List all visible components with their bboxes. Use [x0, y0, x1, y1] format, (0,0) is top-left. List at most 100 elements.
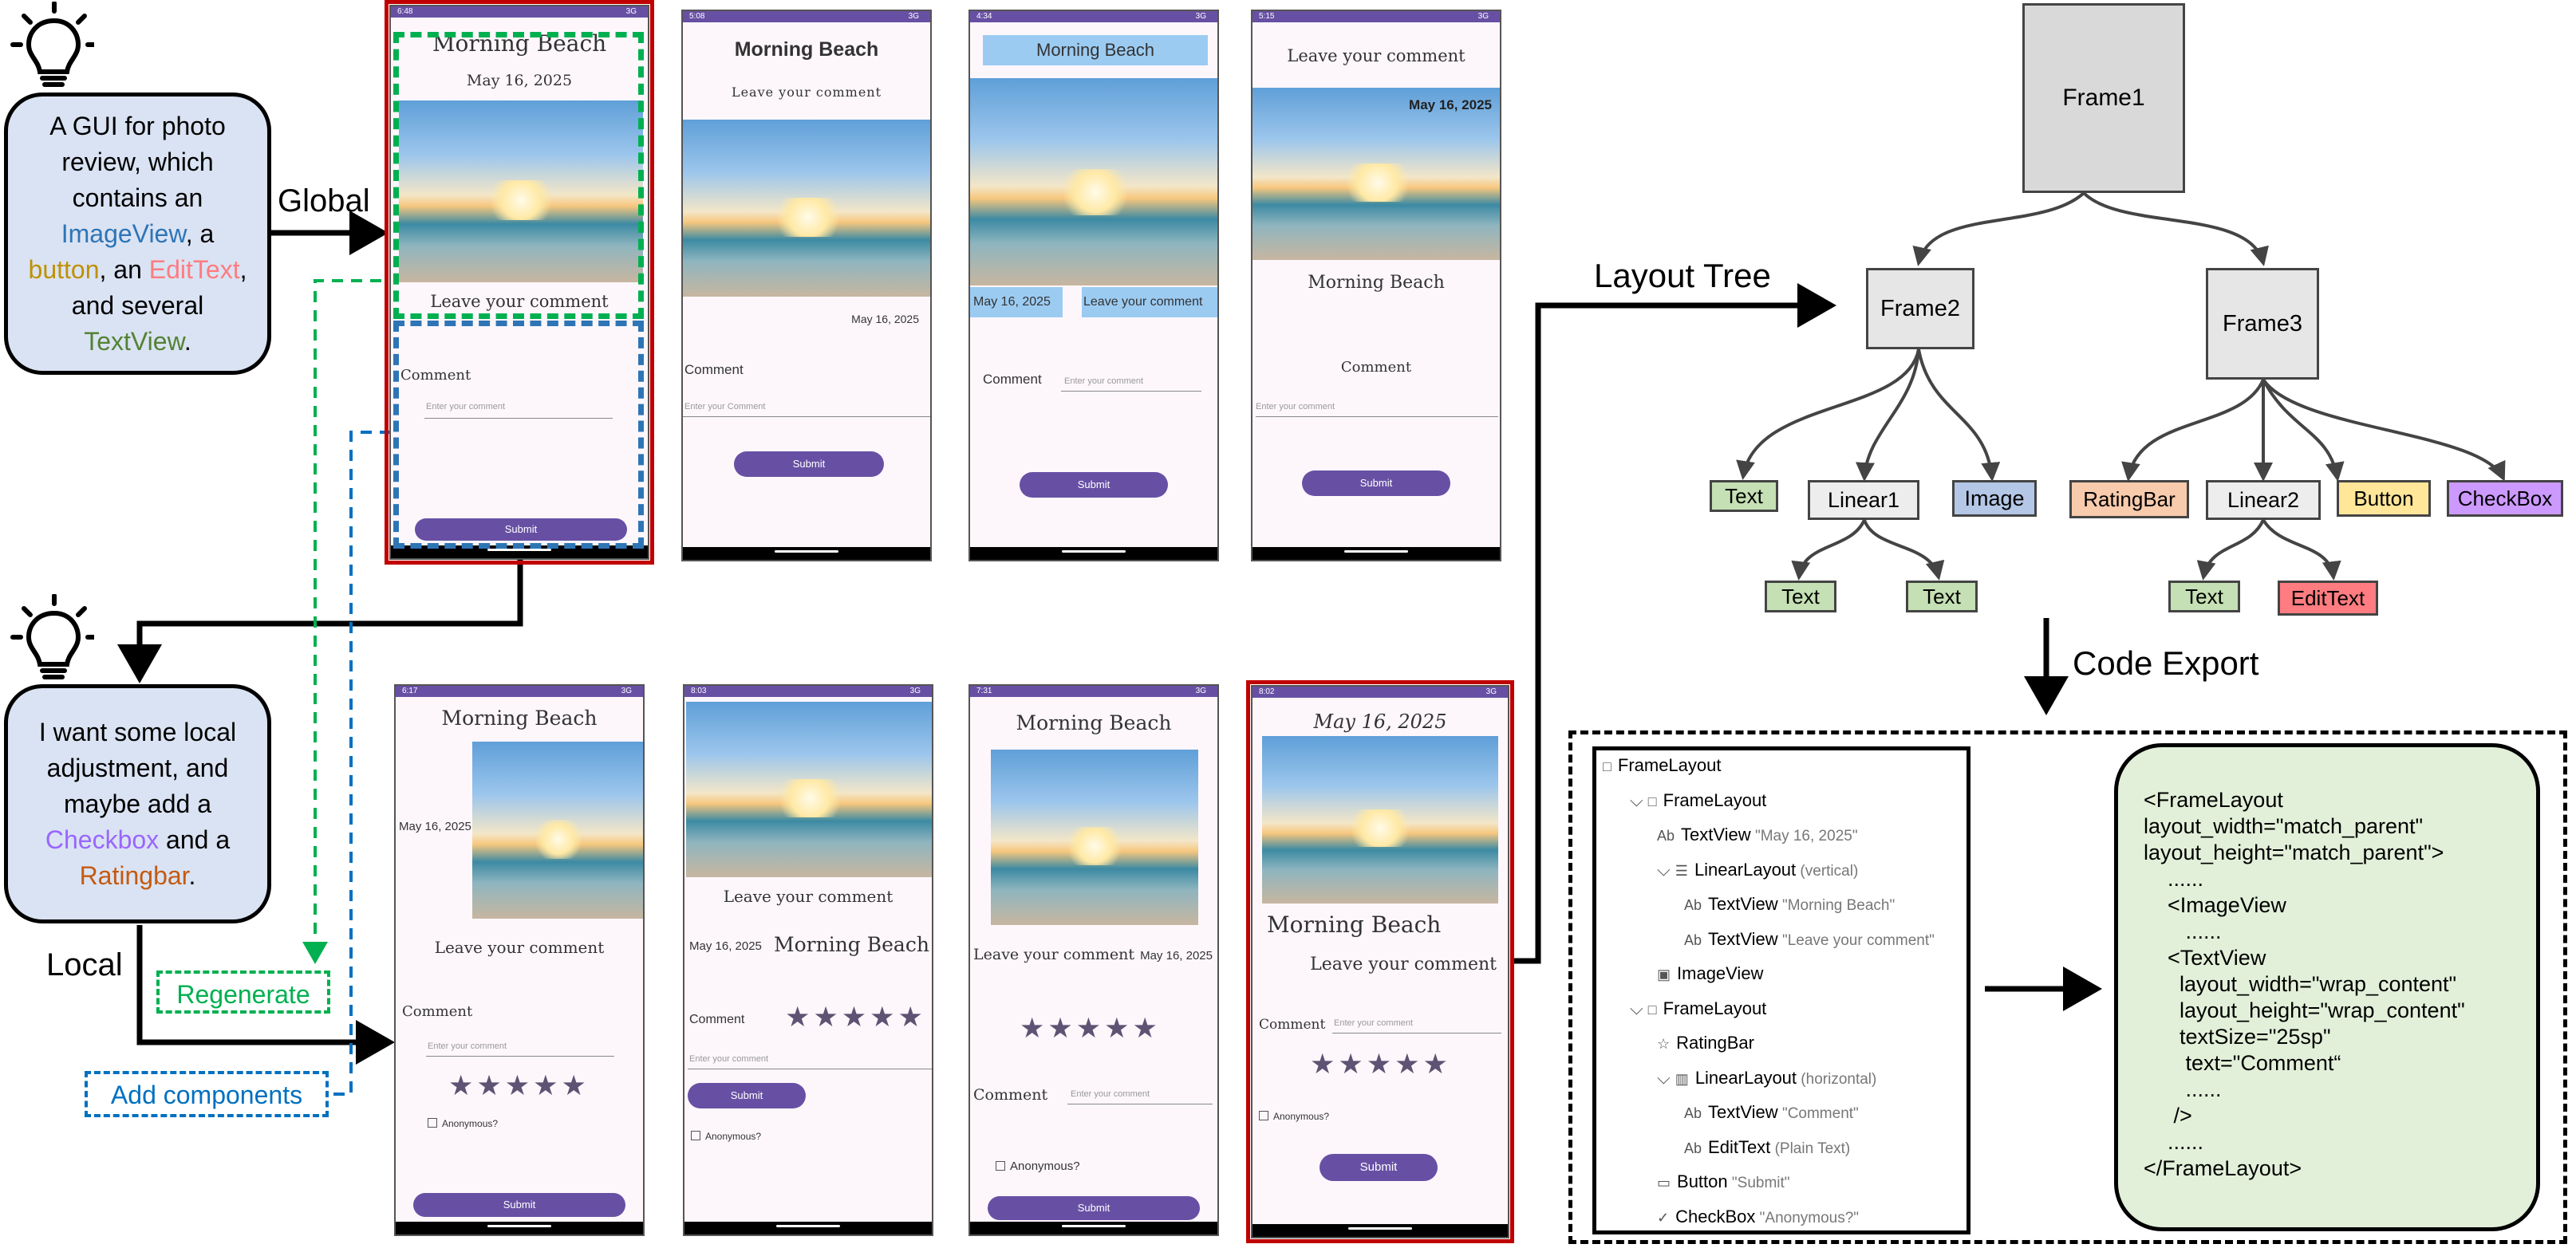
- comment-input[interactable]: Enter your comment: [426, 402, 506, 411]
- prompt-edittext: EditText: [148, 254, 240, 284]
- code-line: ......: [2144, 1077, 2222, 1101]
- local-region-box: [393, 321, 644, 549]
- expand-icon[interactable]: ⌵: [1657, 859, 1675, 880]
- component-icon: ✓: [1657, 1209, 1670, 1226]
- submit-button[interactable]: Submit: [1020, 472, 1168, 498]
- comment-input[interactable]: Enter your comment: [689, 1054, 769, 1064]
- comment-label: Comment: [402, 1003, 473, 1020]
- comment-input[interactable]: Enter your comment: [1256, 402, 1335, 411]
- comment-input[interactable]: Enter your comment: [1071, 1089, 1150, 1099]
- status-network: 3G: [1195, 12, 1206, 21]
- anonymous-checkbox[interactable]: Anonymous?: [428, 1118, 498, 1129]
- component-qualifier: "Morning Beach": [1777, 897, 1896, 914]
- prompt-checkbox: Checkbox: [45, 825, 160, 854]
- rating-bar[interactable]: ★★★★★: [785, 1002, 926, 1033]
- rating-bar[interactable]: ★★★★★: [448, 1070, 590, 1101]
- code-line: ......: [2144, 1130, 2204, 1154]
- expand-icon[interactable]: ⌵: [1657, 1067, 1675, 1088]
- tree-row[interactable]: ☆RatingBar: [1657, 1033, 1754, 1053]
- code-line: text="Comment“: [2144, 1051, 2341, 1075]
- anonymous-checkbox[interactable]: Anonymous?: [1259, 1111, 1329, 1122]
- global-prompt-bubble: A GUI for photo review, which contains a…: [4, 93, 271, 375]
- expand-icon[interactable]: ⌵: [1630, 789, 1648, 810]
- comment-input[interactable]: Enter your comment: [1334, 1018, 1414, 1028]
- caption-text: Leave your comment: [723, 887, 894, 906]
- local-label: Local: [46, 947, 123, 982]
- status-time: 6:48: [397, 7, 413, 16]
- tree-row[interactable]: ✓CheckBox "Anonymous?": [1657, 1207, 1859, 1227]
- tree-row[interactable]: ▭Button "Submit": [1657, 1171, 1790, 1192]
- code-line: layout_width="match_parent": [2144, 814, 2424, 838]
- title-text: Morning Beach: [734, 38, 879, 61]
- rating-bar[interactable]: ★★★★★: [1020, 1013, 1161, 1044]
- component-name: FrameLayout: [1663, 789, 1767, 810]
- prompt-text: I want some local adjustment, and maybe …: [38, 717, 237, 818]
- component-icon: ☆: [1657, 1036, 1671, 1052]
- expand-icon[interactable]: ⌵: [1630, 998, 1648, 1018]
- comment-label: Comment: [1259, 1017, 1326, 1033]
- title-text: Morning Beach: [1308, 273, 1445, 293]
- tree-row[interactable]: ⌵ ▥LinearLayout (horizontal): [1657, 1068, 1876, 1089]
- layout-tree-label: Layout Tree: [1594, 257, 1771, 294]
- date-text: May 16, 2025: [1140, 949, 1213, 963]
- submit-button[interactable]: Submit: [688, 1083, 806, 1108]
- prompt-text: .: [183, 326, 191, 356]
- prompt-text: , an: [99, 254, 149, 284]
- component-qualifier: "Submit": [1727, 1175, 1790, 1191]
- tree-row[interactable]: ⌵ □FrameLayout: [1630, 998, 1766, 1019]
- prompt-text: and a: [159, 825, 231, 854]
- tree-row[interactable]: ⌵ □FrameLayout: [1630, 790, 1766, 811]
- code-export-panel: [1568, 730, 2567, 1244]
- component-icon: Ab: [1684, 897, 1702, 913]
- tree-row[interactable]: ⌵ ☰LinearLayout (vertical): [1657, 860, 1858, 880]
- anonymous-checkbox[interactable]: Anonymous?: [691, 1131, 761, 1142]
- tree-row[interactable]: □FrameLayout: [1603, 755, 1722, 776]
- component-icon: Ab: [1657, 828, 1675, 844]
- submit-button[interactable]: Submit: [415, 518, 627, 541]
- tree-node-button: Button: [2337, 480, 2431, 517]
- tree-node-text: Text: [1906, 581, 1978, 612]
- status-network: 3G: [1477, 12, 1489, 21]
- component-qualifier: (horizontal): [1797, 1070, 1877, 1088]
- tree-row[interactable]: ▣ImageView: [1657, 963, 1763, 984]
- comment-label: Comment: [400, 367, 471, 384]
- beach-image: [970, 78, 1217, 285]
- submit-button[interactable]: Submit: [734, 451, 884, 477]
- anonymous-checkbox[interactable]: Anonymous?: [996, 1159, 1080, 1173]
- component-qualifier: (Plain Text): [1770, 1140, 1851, 1157]
- comment-input[interactable]: Enter your comment: [428, 1041, 507, 1051]
- component-name: CheckBox: [1675, 1206, 1756, 1226]
- code-line: />: [2144, 1104, 2192, 1128]
- submit-button[interactable]: Submit: [1320, 1154, 1438, 1181]
- comment-input[interactable]: Enter your Comment: [684, 402, 766, 411]
- regenerate-button[interactable]: Regenerate: [156, 970, 330, 1014]
- submit-button[interactable]: Submit: [413, 1193, 625, 1217]
- add-components-button[interactable]: Add components: [85, 1071, 329, 1117]
- component-icon: Ab: [1684, 1105, 1702, 1121]
- tree-edges: [1736, 191, 2506, 581]
- comment-input[interactable]: Enter your comment: [1064, 376, 1144, 386]
- component-icon: ▭: [1657, 1175, 1671, 1191]
- code-line: layout_width="wrap_content": [2144, 972, 2457, 996]
- date-text: May 16, 2025: [851, 313, 919, 325]
- local-prompt-bubble: I want some local adjustment, and maybe …: [4, 684, 271, 923]
- prompt-text: A GUI for photo review, which contains a…: [49, 111, 226, 212]
- caption-text: Leave your comment: [1082, 287, 1217, 317]
- submit-button[interactable]: Submit: [988, 1196, 1200, 1220]
- caption-text: Leave your comment: [973, 946, 1134, 963]
- submit-button[interactable]: Submit: [1302, 470, 1450, 496]
- rating-bar[interactable]: ★★★★★: [1310, 1049, 1451, 1080]
